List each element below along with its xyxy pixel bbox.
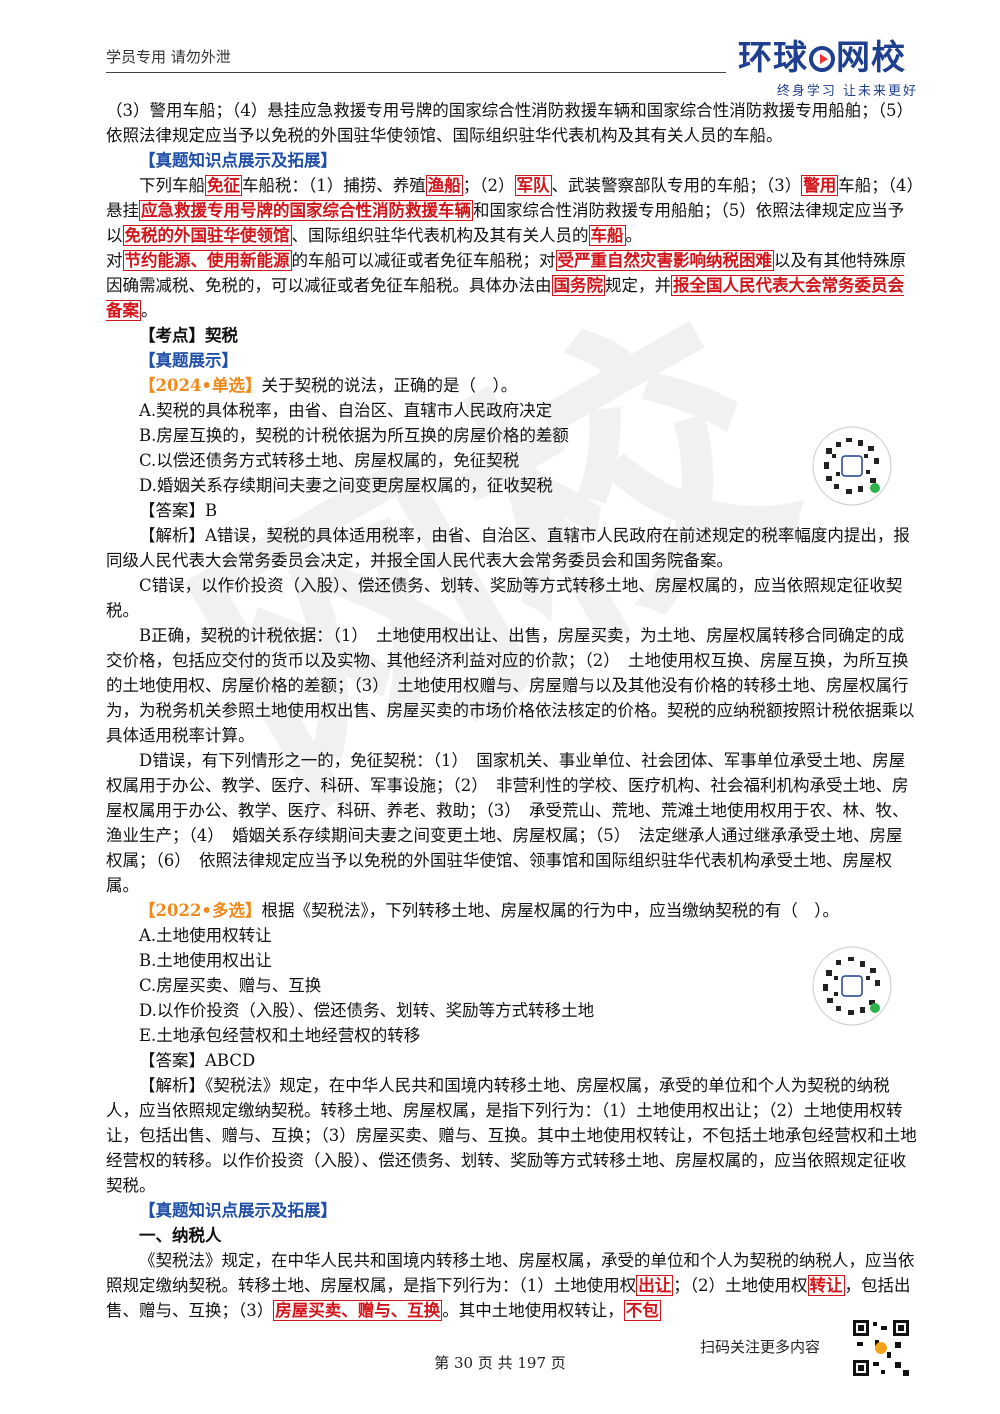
page-number: 第 30 页 共 197 页 — [434, 1354, 566, 1372]
qr-code-icon[interactable] — [812, 426, 892, 506]
text-run: 和国家综合性消防救援专用船舶；（5）依照法律规定应当予以 — [106, 201, 905, 245]
list-item: B正确，契税的计税依据：（1） 土地使用权出让、出售，房屋买卖，为土地、房屋权属… — [106, 626, 915, 745]
list-item: D错误，有下列情形之一的，免征契税：（1） 国家机关、事业单位、社会团体、军事单… — [106, 751, 909, 895]
paragraph: （3）警用车船；（4）悬挂应急救援专用号牌的国家综合性消防救援车辆和国家综合性消… — [106, 101, 913, 145]
keyword-highlight: 免税的外国驻华使领馆 — [122, 225, 292, 246]
main-content: （3）警用车船；（4）悬挂应急救援专用号牌的国家综合性消防救援车辆和国家综合性消… — [106, 98, 918, 1323]
list-item: 【解析】A错误，契税的具体适用税率，由省、自治区、直辖市人民政府在前述规定的税率… — [106, 526, 910, 570]
text-run: ；（2）土地使用权 — [673, 1276, 808, 1295]
keyword-highlight: 警用 — [801, 175, 839, 196]
section-heading: 【真题展示】 — [139, 351, 238, 370]
logo-text-a: 环球 — [738, 38, 808, 78]
section-heading: 【真题知识点展示及拓展】 — [139, 1201, 337, 1220]
keyword-highlight: 节约能源、使用新能源 — [122, 250, 292, 271]
list-item: C.房屋买卖、赠与、互换 — [139, 976, 322, 995]
list-item: C错误，以作价投资（入股）、偿还债务、划转、奖励等方式转移土地、房屋权属的，应当… — [106, 576, 903, 620]
keyword-highlight: 车船 — [588, 225, 626, 246]
text-run: 《契税法》规定，在中华人民共和国境内转移土地、房屋权属，承受的单位和个人为契税的… — [106, 1251, 915, 1295]
play-ring-icon — [809, 46, 835, 72]
list-item: B.房屋互换的，契税的计税依据为所互换的房屋价格的差额 — [139, 426, 569, 445]
text-run: 、国际组织驻华代表机构及其有关人员的 — [291, 226, 589, 245]
answer: 【答案】B — [139, 501, 218, 520]
text-run: 下列车船 — [139, 176, 205, 195]
footer-scan-text: 扫码关注更多内容 — [700, 1338, 821, 1356]
keyword-highlight: 报全国人民代表大会常务委员会备案 — [106, 275, 904, 321]
analysis: 【解析】《契税法》规定，在中华人民共和国境内转移土地、房屋权属，承受的单位和个人… — [106, 1076, 917, 1195]
keyword-highlight: 应急救援专用号牌的国家综合性消防救援车辆 — [139, 200, 473, 221]
qr-code-icon[interactable] — [812, 946, 892, 1026]
text-run: 的车船可以减征或者免征车船税；对 — [291, 251, 556, 270]
text-run: 车船；（4）悬挂 — [106, 176, 915, 220]
keyword-highlight: 渔船 — [425, 175, 463, 196]
list-item: D.以作价投资（入股）、偿还债务、划转、奖励等方式转移土地 — [139, 1001, 595, 1020]
question-options: A.契税的具体税率，由省、自治区、直辖市人民政府决定 B.房屋互换的，契税的计税依… — [106, 398, 918, 498]
header-divider — [106, 72, 726, 73]
list-item: A.土地使用权转让 — [139, 926, 272, 945]
text-run: ；（2） — [462, 176, 515, 195]
section-heading: 【真题知识点展示及拓展】 — [139, 151, 337, 170]
qr-code-icon[interactable] — [851, 1318, 911, 1378]
keyword-highlight: 受严重自然灾害影响纳税困难 — [555, 250, 774, 271]
text-run: 。 — [625, 226, 643, 245]
answer: 【答案】ABCD — [139, 1051, 256, 1070]
keyword-highlight: 转让 — [807, 1275, 845, 1296]
logo: 环球网校 终身学习 让未来更好 — [738, 38, 918, 99]
rich-paragraph: 《契税法》规定，在中华人民共和国境内转移土地、房屋权属，承受的单位和个人为契税的… — [106, 1248, 918, 1323]
text-run: 规定，并 — [605, 276, 671, 295]
text-run: 。其中土地使用权转让， — [442, 1301, 624, 1320]
list-item: E.土地承包经营权和土地经营权的转移 — [139, 1026, 421, 1045]
list-item: A.契税的具体税率，由省、自治区、直辖市人民政府决定 — [139, 401, 553, 420]
list-item: C.以偿还债务方式转移土地、房屋权属的，免征契税 — [139, 451, 520, 470]
keyword-highlight: 出让 — [636, 1275, 674, 1296]
rich-paragraph: 下列车船免征车船税：（1）捕捞、养殖渔船；（2）军队、武装警察部队专用的车船；（… — [106, 173, 918, 248]
subsection-heading: 一、纳税人 — [139, 1226, 222, 1245]
analysis: 【解析】A错误，契税的具体适用税率，由省、自治区、直辖市人民政府在前述规定的税率… — [106, 523, 918, 898]
keyword-highlight: 国务院 — [551, 275, 605, 296]
question: 【2022•多选】根据《契税法》，下列转移土地、房屋权属的行为中，应当缴纳契税的… — [106, 898, 918, 923]
question-options: A.土地使用权转让 B.土地使用权出让 C.房屋买卖、赠与、互换 D.以作价投资（入股… — [106, 923, 918, 1048]
text-run: 。 — [141, 301, 158, 320]
list-item: B.土地使用权出让 — [139, 951, 272, 970]
question-text: 根据《契税法》，下列转移土地、房屋权属的行为中，应当缴纳契税的有（ ）。 — [261, 901, 839, 920]
keyword-highlight: 房屋买卖、赠与、互换 — [273, 1300, 443, 1321]
keyword-highlight: 军队 — [514, 175, 552, 196]
question: 【2024•单选】关于契税的说法，正确的是（ ）。 — [106, 373, 918, 398]
text-run: 车船税：（1）捕捞、养殖 — [242, 176, 426, 195]
topic-heading: 【考点】契税 — [139, 326, 238, 345]
keyword-highlight: 不包 — [623, 1300, 661, 1321]
logo-slogan: 终身学习 让未来更好 — [776, 84, 918, 99]
question-tag: 【2022•多选】 — [139, 901, 262, 920]
rich-paragraph: 对节约能源、使用新能源的车船可以减征或者免征车船税；对受严重自然灾害影响纳税困难… — [106, 248, 918, 323]
header-note: 学员专用 请勿外泄 — [106, 48, 231, 66]
question-tag: 【2024•单选】 — [139, 376, 262, 395]
text-run: 以及有其他特殊原因确需减税、免税的，可以减征或者免征车船税。具体办法由 — [106, 251, 906, 295]
text-run: 、武装警察部队专用的车船；（3） — [551, 176, 802, 195]
list-item: D.婚姻关系存续期间夫妻之间变更房屋权属的，征收契税 — [139, 476, 553, 495]
text-run: 对 — [106, 251, 123, 270]
logo-text-b: 网校 — [836, 38, 906, 78]
question-text: 关于契税的说法，正确的是（ ）。 — [261, 376, 518, 395]
text-run: ，包括出售、赠与、互换；（3） — [106, 1276, 911, 1320]
keyword-highlight: 免征 — [205, 175, 242, 196]
